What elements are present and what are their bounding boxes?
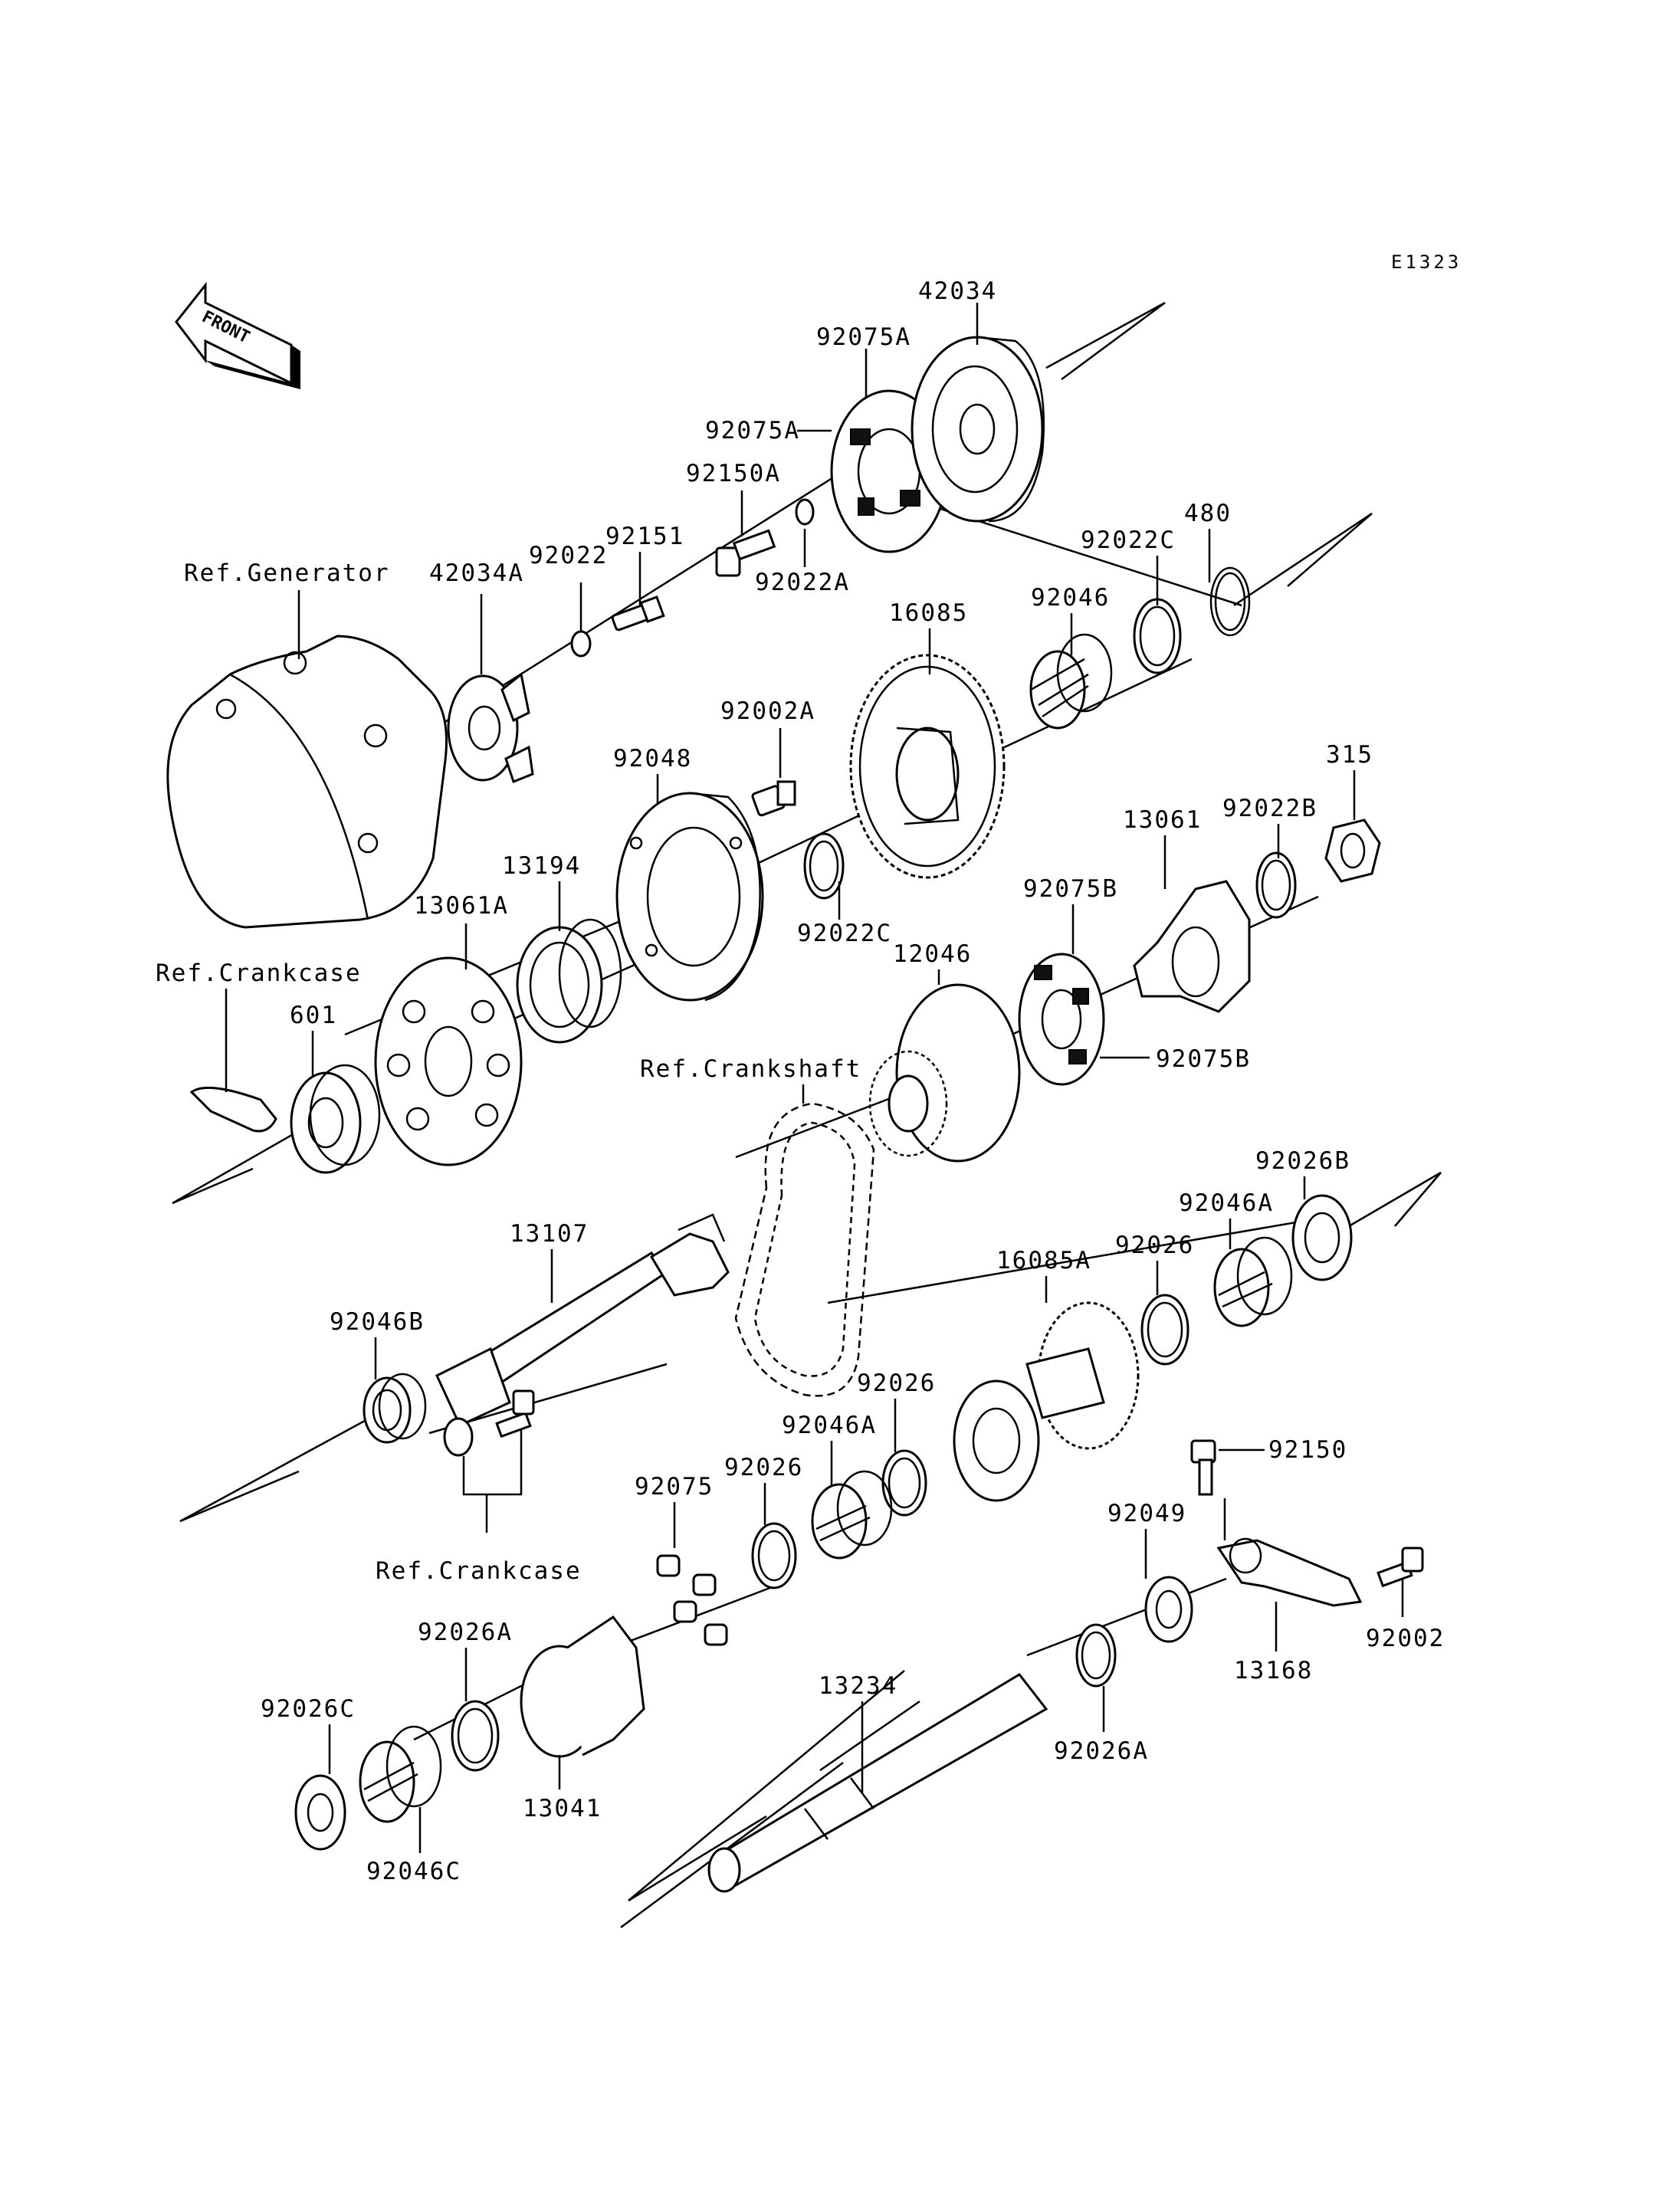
part-13194 [516, 918, 622, 1044]
part-13041 [520, 1615, 645, 1758]
part-315 [1324, 818, 1381, 883]
label-92022B: 92022B [1222, 795, 1317, 822]
label-92075B-top: 92075B [1023, 875, 1118, 903]
part-92046 [1029, 633, 1113, 730]
part-92075B [1018, 953, 1105, 1086]
label-92026A-right: 92026A [1054, 1737, 1149, 1765]
part-92026A-left [451, 1700, 500, 1772]
part-12046 [868, 983, 1021, 1163]
part-13168 [1216, 1537, 1363, 1607]
part-92046C [359, 1725, 442, 1823]
part-13234 [707, 1673, 1048, 1893]
part-42034 [911, 336, 1045, 523]
label-92026B: 92026B [1255, 1147, 1350, 1175]
generator-housing [166, 635, 448, 929]
part-13107 [435, 1213, 730, 1427]
label-92075A-side: 92075A [705, 417, 800, 444]
label-92075B-side: 92075B [1156, 1045, 1251, 1073]
label-92022: 92022 [529, 542, 608, 569]
label-ref-crankshaft: Ref.Crankshaft [640, 1055, 861, 1083]
label-13234: 13234 [819, 1672, 897, 1700]
label-13107: 13107 [510, 1220, 589, 1248]
part-92150 [1190, 1439, 1216, 1496]
part-92002A [751, 780, 796, 817]
front-arrow-icon: FRONT [175, 281, 300, 389]
label-92002A: 92002A [720, 697, 815, 725]
label-13061A: 13061A [414, 892, 509, 920]
label-92049: 92049 [1107, 1500, 1186, 1527]
part-92151 [611, 595, 665, 631]
label-42034A: 42034A [429, 559, 524, 587]
part-42034A [447, 672, 534, 783]
label-13168: 13168 [1234, 1657, 1313, 1684]
label-315: 315 [1326, 741, 1373, 769]
label-92151: 92151 [605, 523, 684, 550]
label-92046: 92046 [1031, 584, 1110, 612]
part-labels: 42034 92075A 92075A 92150A 92022A 92151 … [156, 277, 1445, 1885]
part-92026-right [1140, 1294, 1189, 1366]
part-92002 [1376, 1547, 1424, 1588]
label-92075A-top: 92075A [816, 323, 911, 351]
ref-crankcase-bracket [189, 1086, 277, 1133]
label-92022A: 92022A [755, 569, 850, 596]
part-480 [1209, 566, 1251, 637]
label-92046A-mid: 92046A [782, 1412, 877, 1439]
part-92075 [656, 1554, 728, 1646]
label-92026A-left: 92026A [418, 1619, 513, 1646]
part-92046A-right [1213, 1236, 1293, 1327]
part-92026B [1291, 1194, 1353, 1281]
label-92026-right: 92026 [1115, 1232, 1194, 1259]
label-601: 601 [290, 1002, 337, 1029]
part-92049 [1144, 1576, 1193, 1643]
ref-crankcase-washer [443, 1417, 474, 1457]
label-92026C: 92026C [261, 1695, 356, 1723]
label-92022C-top: 92022C [1081, 526, 1176, 554]
part-92046B [363, 1373, 427, 1444]
label-13194: 13194 [502, 852, 581, 880]
part-chain [734, 1102, 875, 1397]
label-92022C-mid: 92022C [797, 920, 892, 947]
part-13061A [374, 956, 523, 1166]
part-92022 [570, 630, 592, 658]
part-92022A [795, 498, 815, 526]
diagram-code: E1323 [1391, 251, 1462, 273]
part-92046A-mid [811, 1470, 893, 1560]
label-92150: 92150 [1268, 1436, 1347, 1464]
part-92026C [294, 1774, 346, 1851]
label-92026-left: 92026 [724, 1454, 803, 1481]
part-601 [290, 1064, 381, 1174]
label-92046C: 92046C [366, 1858, 461, 1885]
label-92026-mid: 92026 [857, 1369, 936, 1397]
label-92150A: 92150A [686, 460, 781, 487]
ref-crankcase-bolt [495, 1389, 535, 1438]
label-16085A: 16085A [996, 1247, 1091, 1274]
part-92048 [615, 792, 764, 1002]
part-13061 [1133, 880, 1251, 1013]
part-16085 [849, 654, 1006, 879]
part-92150A [715, 529, 776, 577]
label-92048: 92048 [613, 745, 692, 772]
label-92075: 92075 [635, 1473, 714, 1501]
label-ref-crankcase-1: Ref.Crankcase [156, 959, 362, 987]
label-16085: 16085 [889, 599, 968, 627]
label-ref-generator: Ref.Generator [184, 559, 390, 587]
label-13041: 13041 [523, 1795, 602, 1822]
part-16085A [953, 1301, 1140, 1502]
label-13061: 13061 [1123, 806, 1202, 834]
label-92046B: 92046B [330, 1308, 425, 1336]
ref-crankcase-bracket-line [462, 1429, 523, 1496]
label-42034: 42034 [918, 277, 997, 305]
label-92002: 92002 [1366, 1625, 1445, 1652]
label-ref-crankcase-2: Ref.Crankcase [376, 1557, 582, 1585]
leader-lines [225, 303, 1404, 1853]
label-92046A-right: 92046A [1179, 1189, 1274, 1217]
label-480: 480 [1184, 500, 1232, 527]
label-12046: 12046 [893, 940, 972, 968]
